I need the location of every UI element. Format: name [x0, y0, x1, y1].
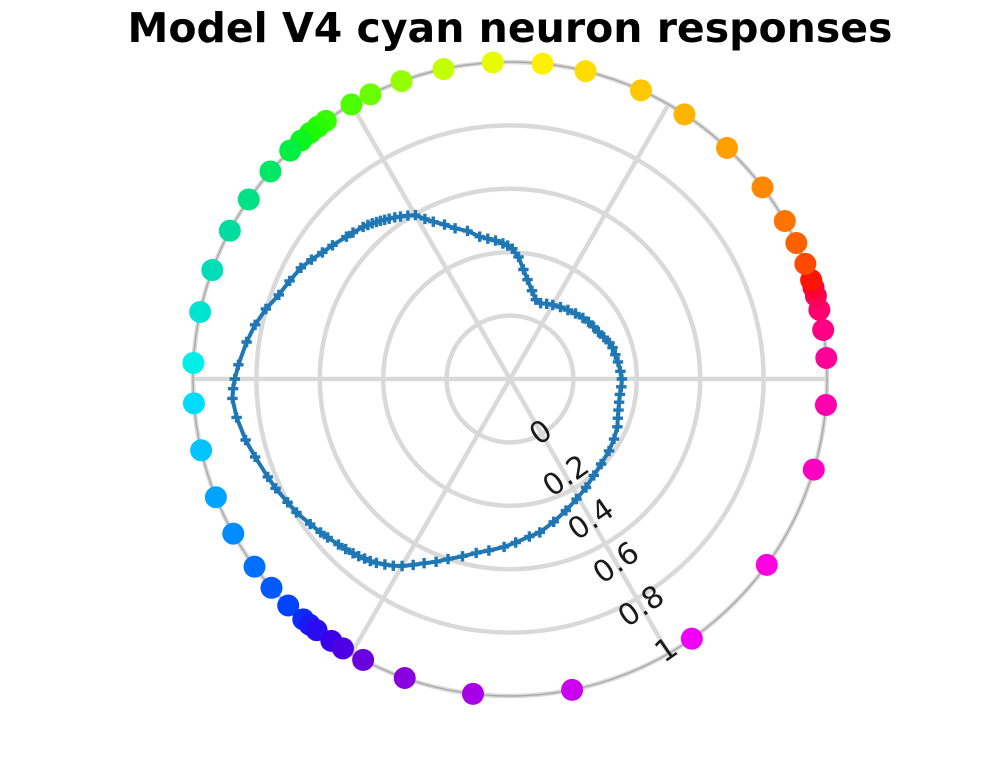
hue-dot [352, 648, 375, 671]
hue-dot [673, 103, 696, 126]
hue-dot [237, 188, 260, 211]
hue-dot [218, 219, 241, 242]
r-tick-label: 0.6 [587, 535, 646, 591]
hue-dot [794, 252, 817, 275]
r-tick-label: 0.8 [612, 579, 671, 635]
theta-gridline-spoke [349, 103, 671, 655]
hue-dot [815, 346, 838, 369]
hue-dot [182, 351, 205, 374]
polar-spine [192, 61, 828, 697]
response-curve [230, 213, 624, 568]
hue-dot [390, 70, 413, 93]
hue-dot [773, 209, 796, 232]
hue-dot [222, 522, 245, 545]
hue-dot [201, 259, 224, 282]
hue-dot [802, 458, 825, 481]
hue-dot [561, 678, 584, 701]
hue-dot [680, 627, 703, 650]
hue-dot [243, 555, 266, 578]
hue-dot [340, 93, 363, 116]
hue-dot [716, 136, 739, 159]
hue-dot [785, 232, 808, 255]
hue-dot [432, 58, 455, 81]
hue-dot [814, 393, 837, 416]
hue-dot [481, 51, 504, 74]
r-tick-label: 0.2 [537, 448, 596, 504]
hue-dot [462, 682, 485, 705]
hue-dot [531, 52, 554, 75]
hue-dot [259, 160, 282, 183]
hue-dot [629, 79, 652, 102]
hue-dot [279, 139, 302, 162]
hue-dot [189, 301, 212, 324]
hue-dot [755, 553, 778, 576]
hue-dot [204, 486, 227, 509]
hue-dot [331, 637, 354, 660]
hue-dot [359, 83, 382, 106]
hue-dot [182, 392, 205, 415]
hue-dot [277, 594, 300, 617]
curve-plus-markers [227, 209, 628, 572]
r-tick-label: 0 [523, 413, 559, 453]
hue-dot [812, 318, 835, 341]
hue-dot [190, 439, 213, 462]
hue-dot [574, 60, 597, 83]
r-tick-label: 1 [649, 630, 685, 670]
hue-dot [751, 176, 774, 199]
chart-title: Model V4 cyan neuron responses [127, 4, 893, 52]
hue-dot [260, 576, 283, 599]
hue-dot [393, 667, 416, 690]
